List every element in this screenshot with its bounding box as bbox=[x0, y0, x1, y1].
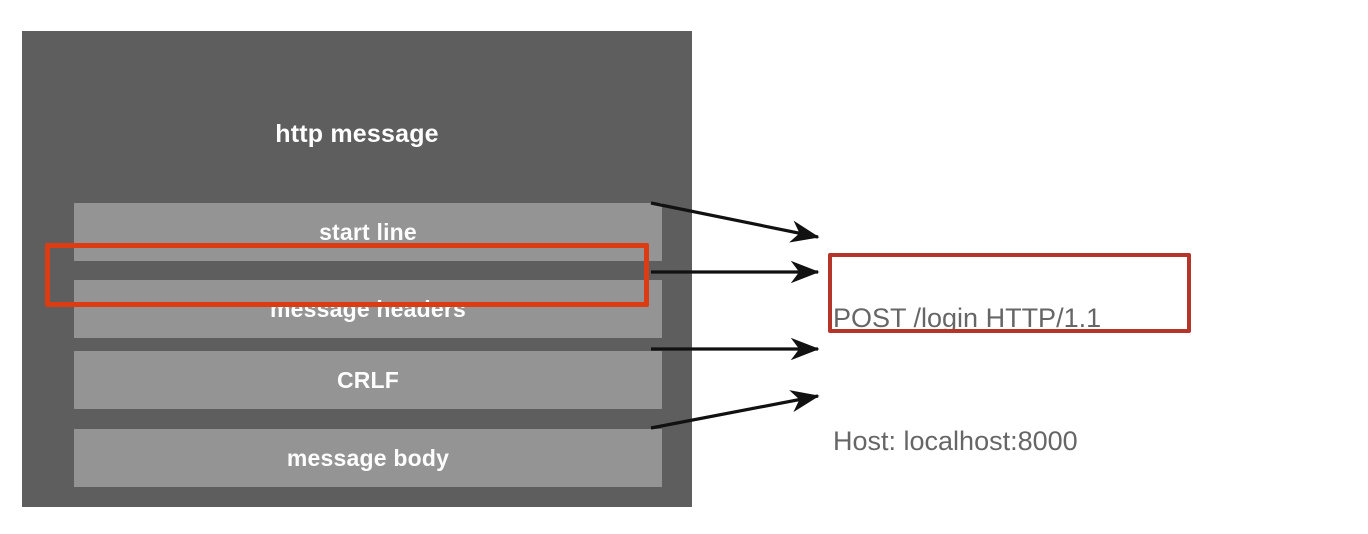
part-bar-crlf-label: CRLF bbox=[336, 366, 400, 393]
part-bar-start-line-label: start line bbox=[319, 218, 417, 245]
part-bar-message-body[interactable]: message body bbox=[74, 429, 662, 487]
part-bar-message-headers-label: message headers bbox=[269, 295, 467, 322]
page-title: http message bbox=[275, 120, 439, 148]
part-bar-message-body-label: message body bbox=[286, 444, 450, 471]
http-header-host-text: Host: localhost:8000 bbox=[833, 426, 1078, 456]
part-bar-crlf[interactable]: CRLF bbox=[74, 351, 662, 409]
http-message-text: POST /login HTTP/1.1 Host: localhost:800… bbox=[833, 216, 1333, 534]
part-bar-start-line[interactable]: start line bbox=[74, 203, 662, 261]
http-message-container: http message start line message headers … bbox=[22, 31, 692, 507]
http-start-line-text: POST /login HTTP/1.1 bbox=[833, 303, 1102, 333]
part-bar-message-headers[interactable]: message headers bbox=[74, 280, 662, 338]
